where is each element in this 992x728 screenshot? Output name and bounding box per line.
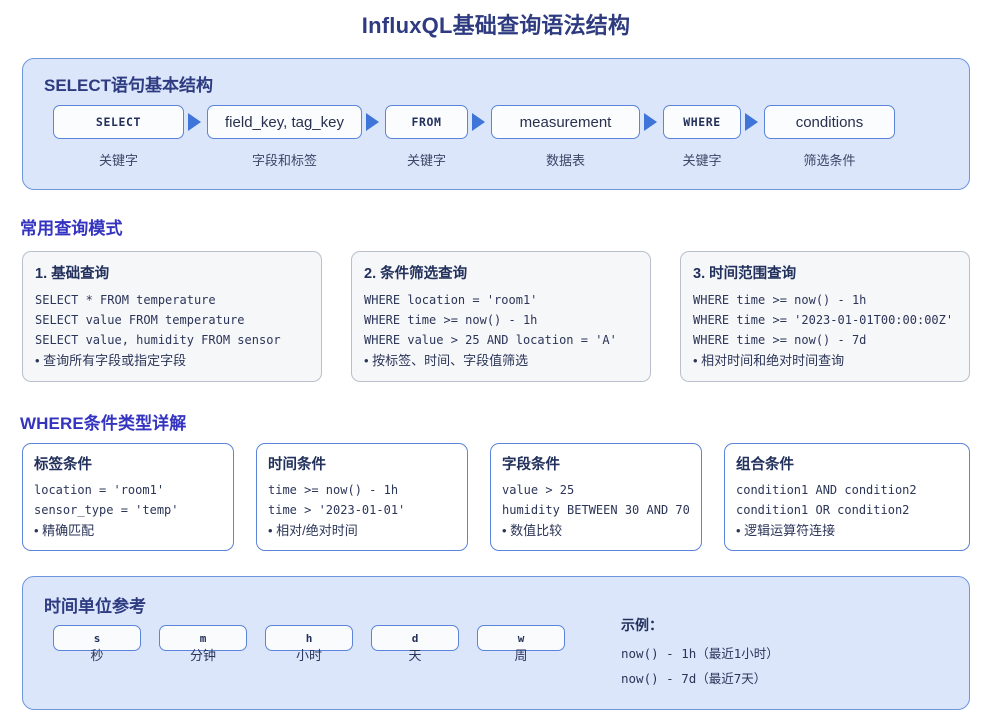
flow-label-from: 关键字 <box>406 153 446 168</box>
flow-box-measurement[interactable]: measurement <box>491 105 640 139</box>
pattern-card-1-code-1: SELECT * FROM temperature <box>35 293 216 307</box>
pattern-card-2-code-3: WHERE value > 25 AND location = 'A' <box>364 333 617 347</box>
pattern-card-1-code-3: SELECT value, humidity FROM sensor <box>35 333 281 347</box>
pattern-card-1-title: 1. 基础查询 <box>35 266 110 282</box>
where-card-time: 时间条件 time >= now() - 1h time > '2023-01-… <box>256 443 468 551</box>
where-card-tag-code-2: sensor_type = 'temp' <box>34 503 179 517</box>
where-card-field-code-2: humidity BETWEEN 30 AND 70 <box>502 503 690 517</box>
page-title: InfluxQL基础查询语法结构 <box>361 13 631 38</box>
time-unit-chip-d[interactable]: d <box>371 625 459 651</box>
time-unit-chip-h[interactable]: h <box>265 625 353 651</box>
pattern-card-3-code-2: WHERE time >= '2023-01-01T00:00:00Z' <box>693 313 954 327</box>
where-card-field-note: • 数值比较 <box>502 523 563 538</box>
select-panel-heading: SELECT语句基本结构 <box>44 76 214 95</box>
time-unit-name-h: 小时 <box>295 648 322 663</box>
flow-box-conditions[interactable]: conditions <box>764 105 895 139</box>
pattern-card-2-code-2: WHERE time >= now() - 1h <box>364 313 538 327</box>
flow-label-select: 关键字 <box>98 153 138 168</box>
where-card-combined-code-2: condition1 OR condition2 <box>736 503 910 517</box>
flow-arrow-5 <box>745 113 758 131</box>
where-card-combined: 组合条件 condition1 AND condition2 condition… <box>724 443 970 551</box>
example-line-2: now() - 7d（最近7天） <box>621 671 767 686</box>
patterns-section-heading: 常用查询模式 <box>20 219 123 238</box>
pattern-card-1-note: • 查询所有字段或指定字段 <box>35 353 187 368</box>
where-card-combined-title: 组合条件 <box>736 457 794 473</box>
pattern-card-2-code-1: WHERE location = 'room1' <box>364 293 538 307</box>
where-card-time-code-1: time >= now() - 1h <box>268 483 399 497</box>
flow-label-where: 关键字 <box>682 153 722 168</box>
where-card-field-title: 字段条件 <box>502 457 560 473</box>
where-card-tag-title: 标签条件 <box>34 457 92 473</box>
where-card-field-code-1: value > 25 <box>502 483 575 497</box>
time-unit-chip-w[interactable]: w <box>477 625 565 651</box>
flow-box-where[interactable]: WHERE <box>663 105 741 139</box>
time-units-heading: 时间单位参考 <box>44 597 146 616</box>
where-card-combined-code-1: condition1 AND condition2 <box>736 483 917 497</box>
where-card-combined-note: • 逻辑运算符连接 <box>736 523 836 538</box>
pattern-card-3-code-1: WHERE time >= now() - 1h <box>693 293 867 307</box>
where-card-tag-code-1: location = 'room1' <box>34 483 165 497</box>
pattern-card-3-code-3: WHERE time >= now() - 7d <box>693 333 867 347</box>
where-card-field: 字段条件 value > 25 humidity BETWEEN 30 AND … <box>490 443 702 551</box>
time-unit-name-w: 周 <box>514 648 528 663</box>
flow-label-measurement: 数据表 <box>545 153 585 168</box>
pattern-card-2-note: • 按标签、时间、字段值筛选 <box>364 353 529 368</box>
flow-label-fields: 字段和标签 <box>251 153 317 168</box>
flow-arrow-4 <box>644 113 657 131</box>
flow-box-from[interactable]: FROM <box>385 105 468 139</box>
time-unit-name-m: 分钟 <box>189 648 216 663</box>
where-card-tag-note: • 精确匹配 <box>34 523 95 538</box>
flow-arrow-1 <box>188 113 201 131</box>
flow-box-select[interactable]: SELECT <box>53 105 184 139</box>
pattern-card-2-title: 2. 条件筛选查询 <box>364 266 468 282</box>
time-unit-chip-m[interactable]: m <box>159 625 247 651</box>
flow-box-fields[interactable]: field_key, tag_key <box>207 105 362 139</box>
pattern-card-3-title: 3. 时间范围查询 <box>693 266 797 282</box>
time-unit-name-d: 天 <box>408 648 422 663</box>
flow-label-conditions: 筛选条件 <box>803 153 856 168</box>
where-section-heading: WHERE条件类型详解 <box>20 414 187 433</box>
where-card-tag: 标签条件 location = 'room1' sensor_type = 't… <box>22 443 234 551</box>
pattern-card-1: 1. 基础查询 SELECT * FROM temperature SELECT… <box>22 251 322 382</box>
where-card-time-title: 时间条件 <box>268 457 326 473</box>
where-card-time-code-2: time > '2023-01-01' <box>268 503 406 517</box>
flow-arrow-3 <box>472 113 485 131</box>
example-title: 示例： <box>621 617 663 633</box>
time-unit-name-s: 秒 <box>90 648 104 663</box>
example-line-1: now() - 1h（最近1小时） <box>621 646 779 661</box>
pattern-card-3-note: • 相对时间和绝对时间查询 <box>693 353 845 368</box>
pattern-card-2: 2. 条件筛选查询 WHERE location = 'room1' WHERE… <box>351 251 651 382</box>
pattern-card-3: 3. 时间范围查询 WHERE time >= now() - 1h WHERE… <box>680 251 970 382</box>
pattern-card-1-code-2: SELECT value FROM temperature <box>35 313 245 327</box>
where-card-time-note: • 相对/绝对时间 <box>268 523 358 538</box>
flow-arrow-2 <box>366 113 379 131</box>
time-unit-chip-s[interactable]: s <box>53 625 141 651</box>
